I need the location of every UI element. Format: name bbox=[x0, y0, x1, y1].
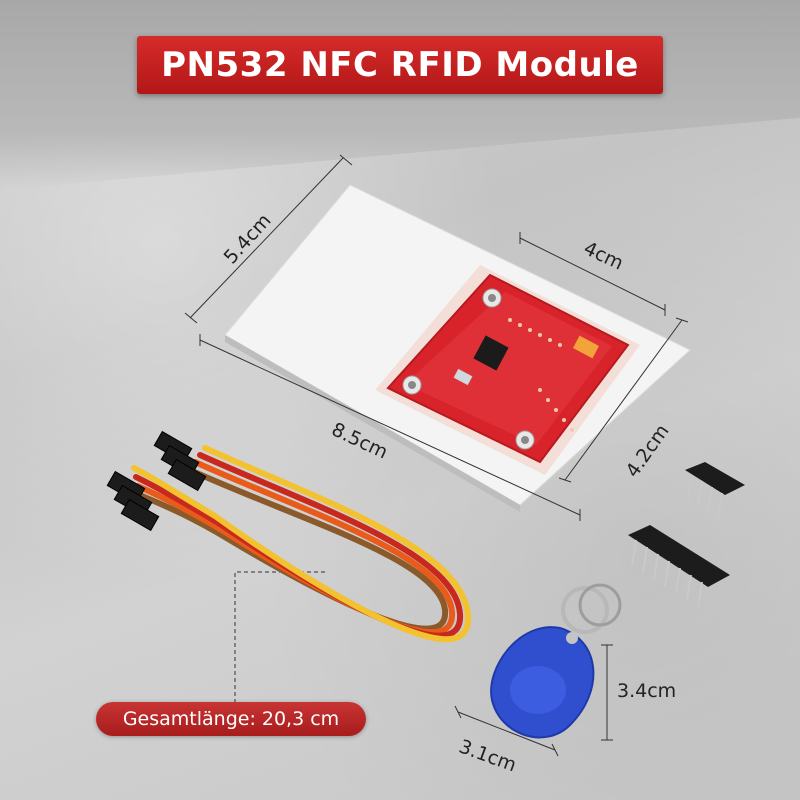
cable-length-text: Gesamtlänge: 20,3 cm bbox=[122, 708, 340, 730]
cable-length-guide bbox=[234, 571, 325, 705]
page-title: PN532 NFC RFID Module bbox=[161, 45, 639, 85]
pin-header-4 bbox=[685, 462, 745, 519]
rfid-key-fob bbox=[490, 583, 622, 739]
dupont-cable bbox=[106, 430, 472, 643]
pin-header-8 bbox=[628, 525, 730, 608]
tag-height-label: 3.4cm bbox=[617, 680, 677, 702]
title-banner: PN532 NFC RFID Module bbox=[137, 36, 663, 94]
crystal-icon bbox=[453, 368, 473, 386]
key-ring-icon bbox=[561, 586, 609, 634]
chip-icon bbox=[473, 335, 509, 371]
pcb-module bbox=[375, 265, 640, 475]
dip-switch-icon bbox=[573, 335, 599, 359]
dimension-lines bbox=[184, 154, 689, 757]
cable-length-badge: Gesamtlänge: 20,3 cm bbox=[96, 702, 366, 736]
